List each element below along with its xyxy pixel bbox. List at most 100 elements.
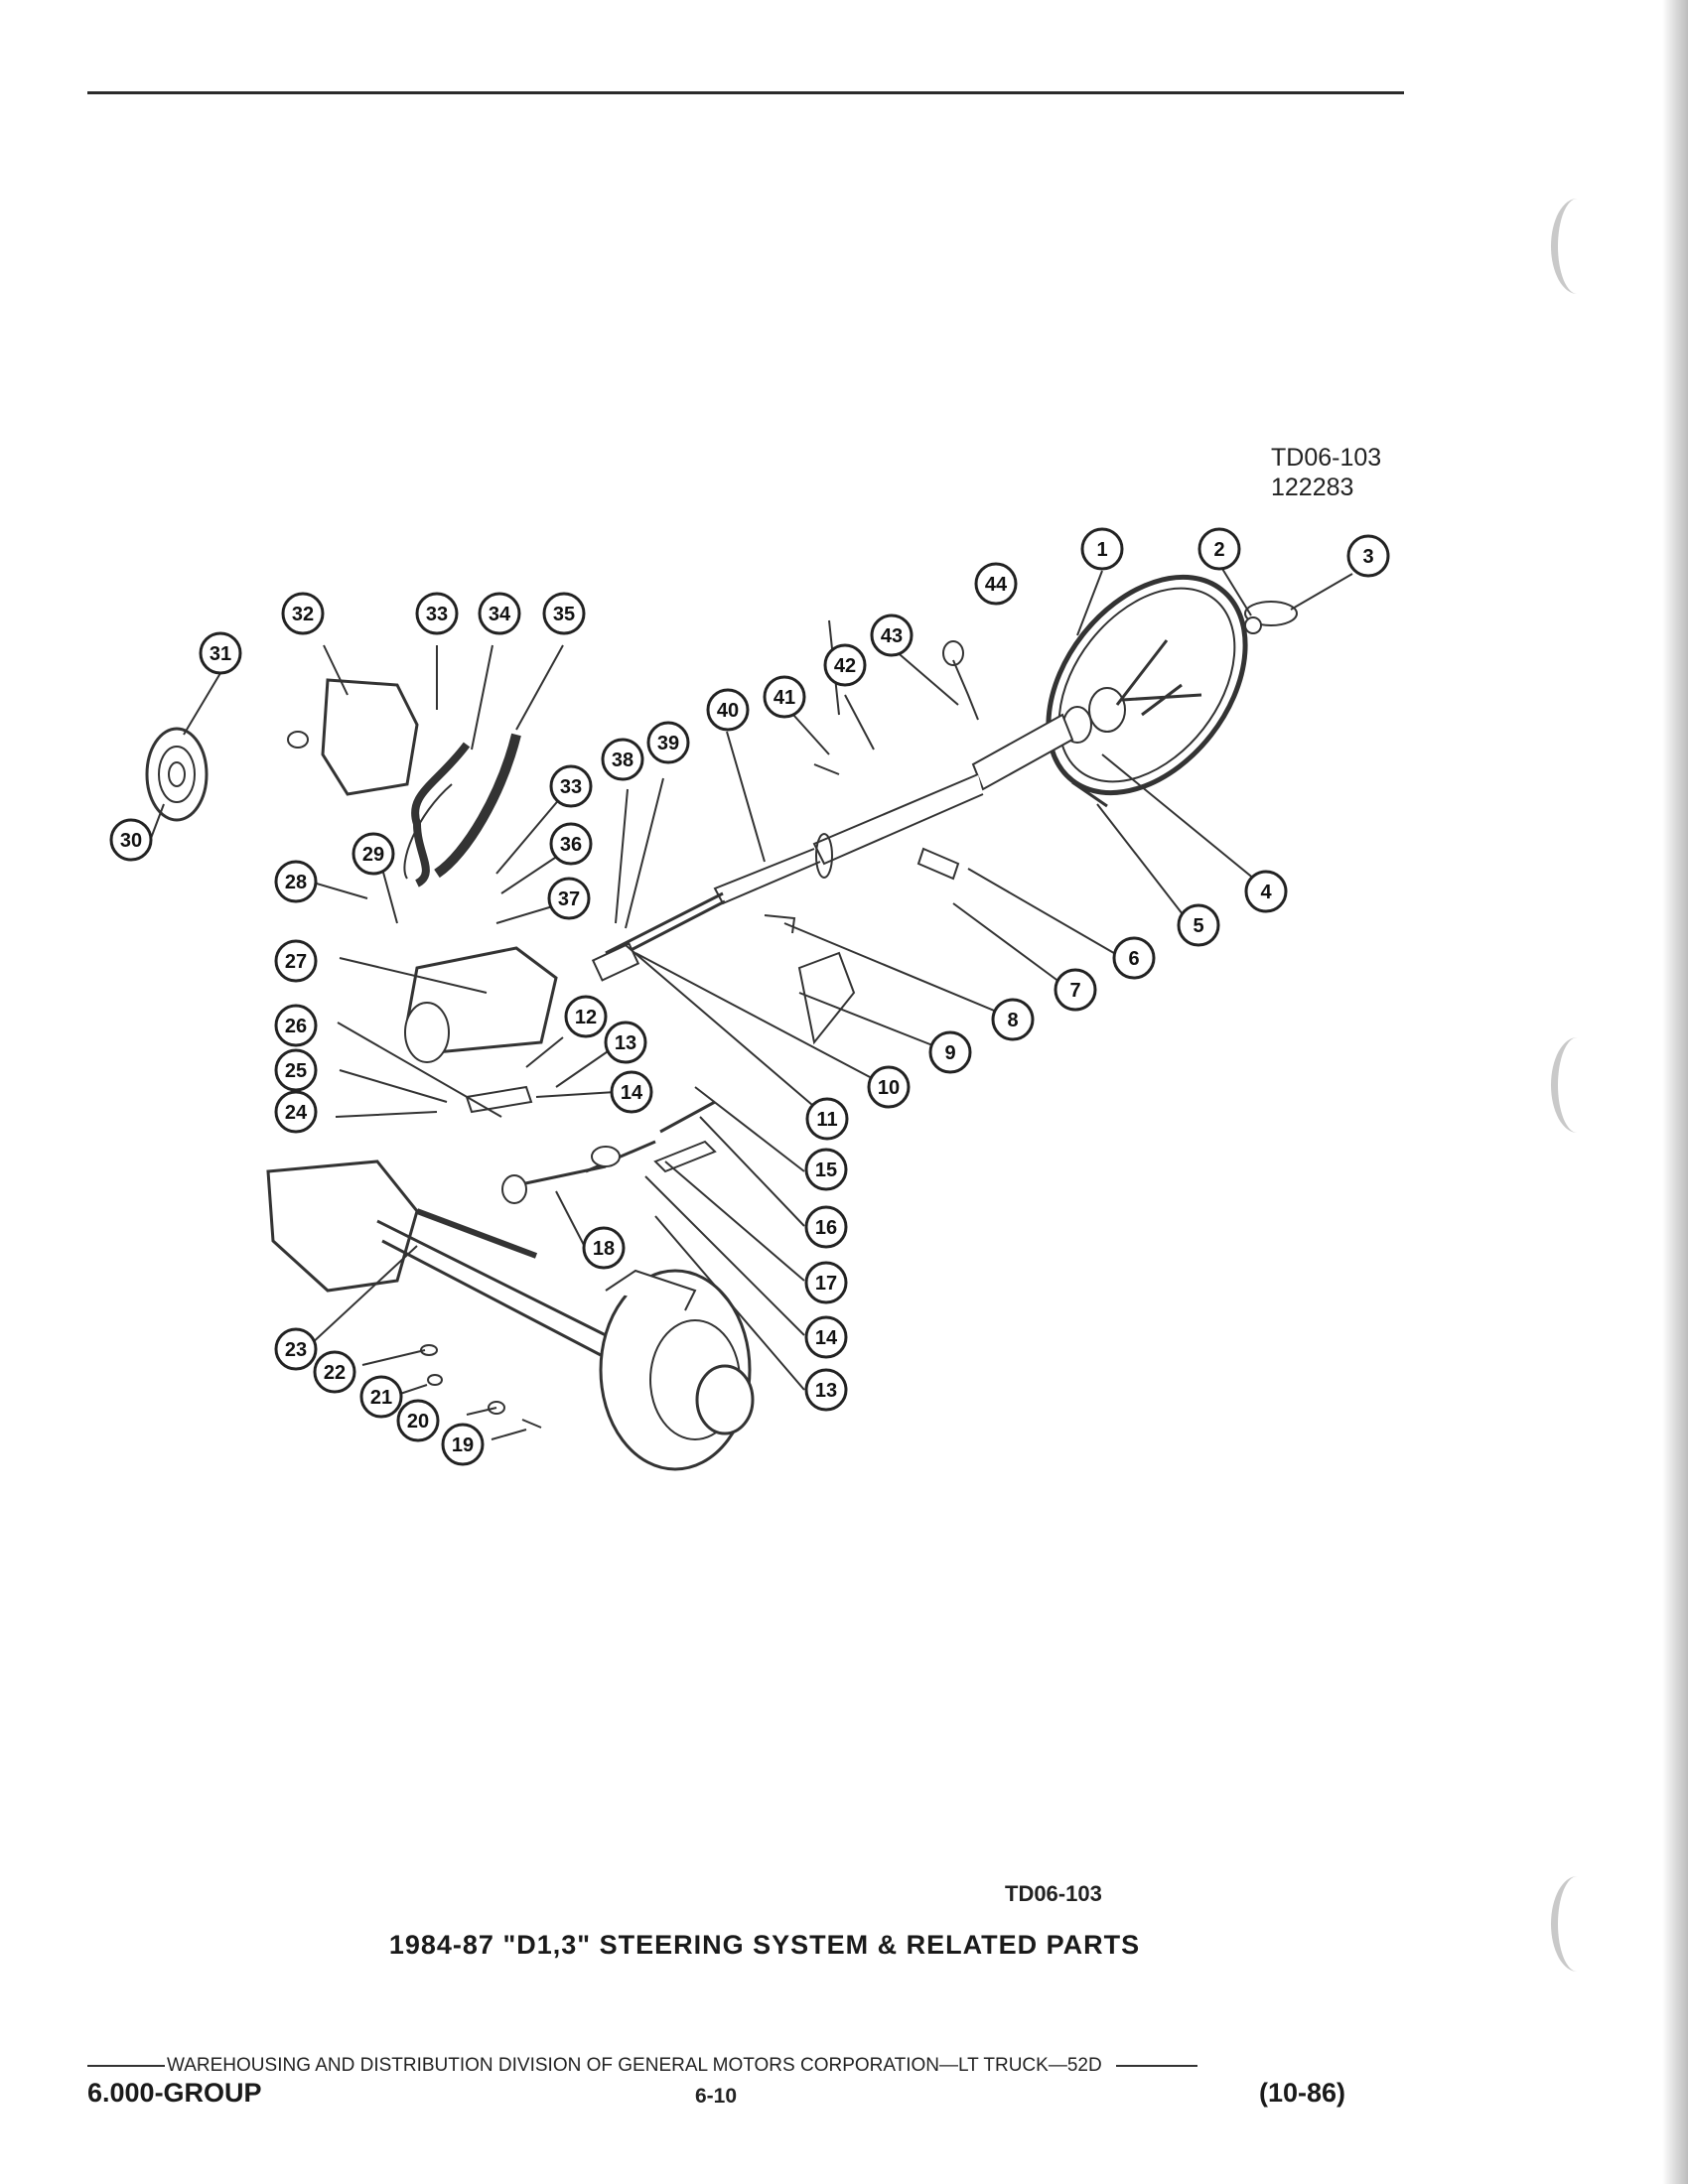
callout-35: 35 — [542, 592, 586, 635]
callout-label: 29 — [362, 844, 384, 866]
footer-publisher-line: WAREHOUSING AND DISTRIBUTION DIVISION OF… — [87, 2055, 1363, 2077]
callout-label: 14 — [621, 1082, 643, 1104]
footer-page-number: 6-10 — [695, 2085, 738, 2108]
callout-label: 11 — [816, 1109, 837, 1131]
callout-label: 16 — [815, 1217, 837, 1239]
callout-label: 31 — [210, 643, 231, 665]
callout-13: 13 — [604, 1021, 647, 1064]
callout-label: 15 — [815, 1160, 837, 1181]
drawing-code: TD06-103 — [1271, 444, 1382, 472]
callout-label: 18 — [593, 1238, 615, 1260]
callout-26: 26 — [274, 1004, 318, 1047]
callout-label: 4 — [1260, 882, 1272, 903]
callout-12: 12 — [564, 995, 608, 1038]
callout-label: 40 — [717, 700, 739, 722]
drawing-date: 122283 — [1271, 474, 1354, 501]
callout-14: 14 — [610, 1070, 653, 1114]
callout-label: 2 — [1213, 539, 1224, 561]
callout-label: 39 — [657, 733, 679, 754]
callout-label: 19 — [452, 1434, 474, 1456]
callout-7: 7 — [1054, 968, 1097, 1012]
callout-label: 23 — [285, 1339, 307, 1361]
callout-37: 37 — [547, 877, 591, 920]
callout-label: 33 — [426, 604, 448, 625]
callout-41: 41 — [763, 675, 806, 719]
callout-label: 42 — [834, 655, 856, 677]
drawing-reference: TD06-103 122283 — [1271, 443, 1381, 502]
callout-label: 38 — [612, 750, 633, 771]
callout-42: 42 — [823, 643, 867, 687]
callout-label: 36 — [560, 834, 582, 856]
callout-34: 34 — [478, 592, 521, 635]
callout-25: 25 — [274, 1048, 318, 1092]
callout-29: 29 — [352, 832, 395, 876]
callout-label: 13 — [615, 1032, 636, 1054]
callout-21: 21 — [359, 1375, 403, 1419]
callout-23: 23 — [274, 1327, 318, 1371]
binder-hole — [1551, 1876, 1604, 1972]
callout-label: 41 — [774, 687, 795, 709]
pitman-arm — [465, 1085, 533, 1114]
footer-group: 6.000-GROUP — [87, 2078, 262, 2108]
callout-label: 30 — [120, 830, 142, 852]
steering-wheel — [1046, 574, 1248, 796]
callout-label: 32 — [292, 604, 314, 625]
callout-3: 3 — [1346, 534, 1390, 578]
callout-label: 5 — [1193, 915, 1203, 937]
column-head — [971, 713, 1074, 791]
callout-label: 35 — [553, 604, 575, 625]
callout-38: 38 — [601, 738, 644, 781]
callout-14: 14 — [804, 1315, 848, 1359]
footer-revision: (10-86) — [1259, 2078, 1346, 2108]
callout-8: 8 — [991, 998, 1035, 1041]
callout-label: 21 — [370, 1387, 392, 1409]
callout-label: 22 — [324, 1362, 346, 1384]
callout-label: 12 — [575, 1007, 597, 1028]
footer-dash-right — [1115, 2065, 1197, 2067]
callout-9: 9 — [928, 1030, 972, 1074]
callout-label: 24 — [285, 1102, 308, 1124]
binder-hole — [1551, 199, 1604, 294]
callout-label: 9 — [944, 1042, 955, 1064]
callout-43: 43 — [870, 614, 914, 657]
callout-24: 24 — [274, 1090, 318, 1134]
callout-31: 31 — [199, 631, 242, 675]
callout-6: 6 — [1112, 936, 1156, 980]
horn-button — [1088, 687, 1126, 733]
axle-tube — [376, 1219, 607, 1357]
callout-33: 33 — [549, 764, 593, 808]
callout-27: 27 — [274, 939, 318, 983]
callout-44: 44 — [974, 562, 1018, 606]
footer-publisher: WAREHOUSING AND DISTRIBUTION DIVISION OF… — [167, 2055, 1102, 2076]
callout-label: 27 — [285, 951, 307, 973]
callout-label: 33 — [560, 776, 582, 798]
pump-pulley — [145, 727, 209, 822]
callout-40: 40 — [706, 688, 750, 732]
callout-label: 8 — [1007, 1010, 1018, 1031]
callout-4: 4 — [1244, 870, 1288, 913]
binder-hole — [1551, 1037, 1604, 1133]
callout-20: 20 — [396, 1399, 440, 1442]
callout-label: 37 — [558, 888, 580, 910]
callout-label: 13 — [815, 1380, 837, 1402]
callout-label: 34 — [489, 604, 511, 625]
callout-label: 1 — [1096, 539, 1107, 561]
callout-36: 36 — [549, 822, 593, 866]
page-edge-shadow — [1662, 0, 1688, 2184]
footer-dash-left — [87, 2065, 165, 2067]
steering-column — [812, 773, 984, 866]
callout-39: 39 — [646, 721, 690, 764]
pressure-hose — [434, 733, 521, 879]
callout-label: 10 — [878, 1077, 900, 1099]
power-steering-pump — [321, 678, 419, 796]
callout-16: 16 — [804, 1205, 848, 1249]
callout-1: 1 — [1080, 527, 1124, 571]
callout-10: 10 — [867, 1065, 911, 1109]
callout-33: 33 — [415, 592, 459, 635]
callout-19: 19 — [441, 1423, 485, 1466]
return-hose — [411, 742, 471, 887]
callout-22: 22 — [313, 1350, 356, 1394]
callout-label: 25 — [285, 1060, 307, 1082]
